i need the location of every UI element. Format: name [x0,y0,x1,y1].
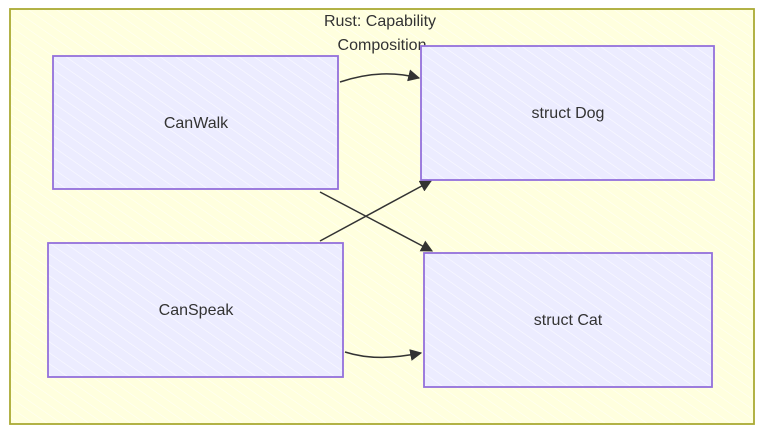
node-canwalk[interactable]: CanWalk [52,55,339,190]
node-canspeak[interactable]: CanSpeak [47,242,344,378]
node-dog-label: struct Dog [532,105,605,122]
edge-canwalk-to-dog [339,69,421,83]
subgraph-title-line1: Rust: Capability [324,13,436,30]
node-canspeak-box[interactable] [47,242,344,378]
subgraph-title-line2: Composition [338,37,427,54]
node-cat-label: struct Cat [534,312,603,329]
edges [319,69,434,361]
node-cat[interactable]: struct Cat [423,252,713,388]
node-canwalk-label: CanWalk [164,115,229,132]
edge-canwalk-to-cat [319,191,434,252]
node-cat-box[interactable] [423,252,713,388]
edge-canspeak-to-cat [344,349,423,361]
node-dog-box[interactable] [420,45,715,181]
edge-canspeak-to-dog [319,180,433,242]
node-canspeak-label: CanSpeak [159,302,235,319]
node-dog[interactable]: struct Dog [420,45,715,181]
node-canwalk-box[interactable] [52,55,339,190]
